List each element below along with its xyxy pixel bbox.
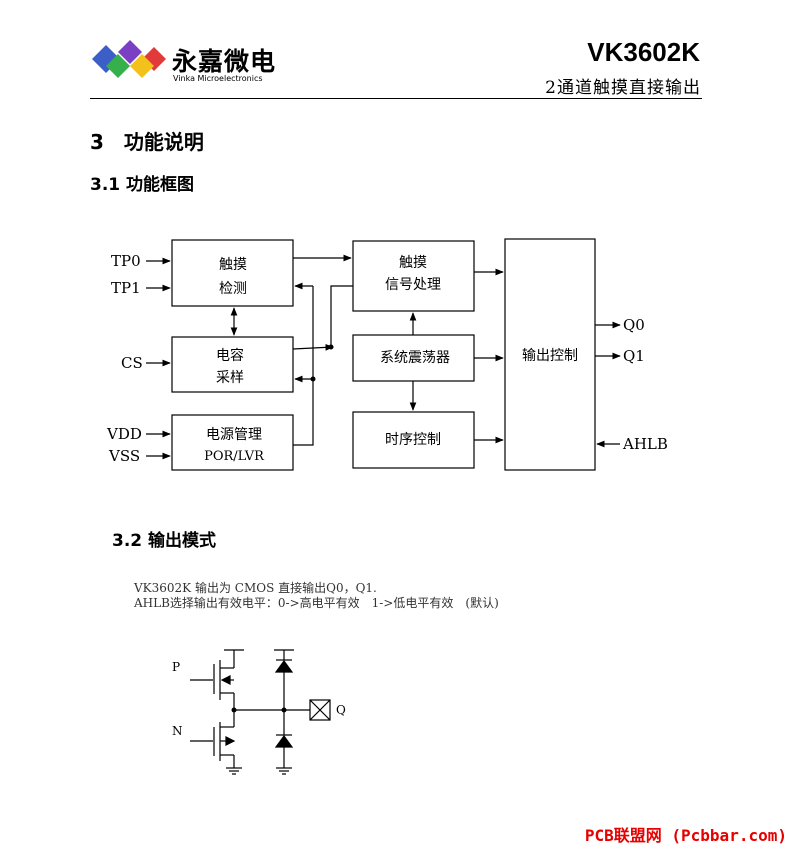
header-rule xyxy=(90,98,702,99)
oscillator-label: 系统震荡器 xyxy=(380,350,450,366)
output-ctrl-block xyxy=(504,238,596,471)
power-mgmt-block xyxy=(171,414,294,471)
esd-top-diode-icon xyxy=(274,659,294,673)
junction-dot xyxy=(310,376,316,382)
output-ctrl-label: 输出控制 xyxy=(522,348,578,364)
signal-proc-block xyxy=(352,240,475,312)
signal-proc-label-1: 触摸 xyxy=(399,255,427,271)
junction-dot xyxy=(281,707,287,713)
feedback-vertical xyxy=(293,286,314,446)
touch-detect-block xyxy=(171,239,294,307)
junction-dot xyxy=(231,707,237,713)
ground-icon xyxy=(226,767,242,775)
touch-detect-label-1: 触摸 xyxy=(219,257,247,273)
n-label: N xyxy=(172,724,183,738)
cs-label: CS xyxy=(121,354,143,372)
output-mode-desc-line1: VK3602K 输出为 CMOS 直接输出Q0，Q1. xyxy=(134,581,377,595)
company-name-cn: 永嘉微电 xyxy=(172,47,277,76)
watermark: PCB联盟网 (Pcbbar.com) xyxy=(584,826,787,845)
cap-sample-label-1: 电容 xyxy=(216,347,244,364)
part-number: VK3602K xyxy=(587,37,700,67)
vss-label: VSS xyxy=(108,447,140,465)
sample-to-signal-arrow xyxy=(292,344,334,351)
company-logo xyxy=(90,40,170,82)
touch-detect-label-2: 检测 xyxy=(219,281,247,297)
q-label: Q xyxy=(336,703,346,717)
vdd-label: VDD xyxy=(106,425,142,443)
section-3-2-title: 3.2 输出模式 xyxy=(112,531,217,551)
cap-sample-block xyxy=(171,336,294,393)
signal-proc-label-2: 信号处理 xyxy=(385,277,441,293)
output-mode-desc-line2: AHLB选择输出有效电平：0->高电平有效 1->低电平有效 (默认) xyxy=(134,596,499,610)
junction-dot xyxy=(328,344,334,350)
ahlb-label: AHLB xyxy=(622,435,668,453)
power-mgmt-label-2: POR/LVR xyxy=(204,449,265,464)
signal-feedback-line xyxy=(330,285,353,347)
power-mgmt-label-1: 电源管理 xyxy=(206,427,262,443)
section-3-title: 3 功能说明 xyxy=(90,130,204,154)
logo-diamonds-icon xyxy=(92,40,166,78)
q1-label: Q1 xyxy=(623,347,645,365)
output-pad-icon xyxy=(309,699,331,721)
pmos-arrow-icon xyxy=(220,675,231,685)
cap-sample-label-2: 采样 xyxy=(216,370,244,386)
section-3-1-title: 3.1 功能框图 xyxy=(90,175,195,195)
tp0-label: TP0 xyxy=(111,252,141,270)
p-label: P xyxy=(172,660,180,674)
q0-label: Q0 xyxy=(623,316,645,334)
nmos-arrow-icon xyxy=(225,736,236,746)
tp1-label: TP1 xyxy=(111,279,141,297)
esd-bottom-diode-icon xyxy=(274,734,294,748)
document-subtitle: 2通道触摸直接输出 xyxy=(545,78,701,98)
company-name-en: Vinka Microelectronics xyxy=(173,74,263,83)
timing-ctrl-label: 时序控制 xyxy=(385,432,441,448)
ground-icon xyxy=(276,767,292,775)
